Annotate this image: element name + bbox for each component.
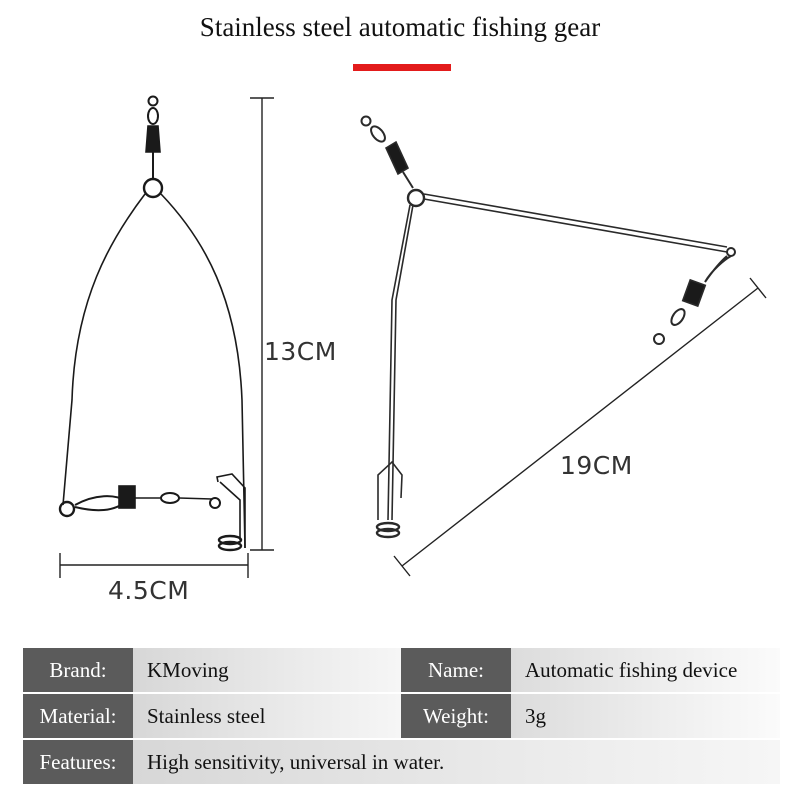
features-value: High sensitivity, universal in water. [133,738,780,784]
spec-table: Brand: KMoving Name: Automatic fishing d… [23,648,780,784]
features-label: Features: [23,738,133,784]
table-row: Features: High sensitivity, universal in… [23,738,780,784]
right-fishing-device [360,115,736,539]
material-value: Stainless steel [133,692,401,739]
weight-value: 3g [511,692,780,739]
width-dimension-label: 4.5CM [108,576,190,605]
left-fishing-device [58,95,246,552]
name-value: Automatic fishing device [511,648,780,693]
table-row: Material: Stainless steel Weight: 3g [23,692,780,739]
table-row: Brand: KMoving Name: Automatic fishing d… [23,648,780,693]
height-dimension-label: 13CM [264,337,337,366]
height-dimension-line [250,97,274,551]
length-dimension-label: 19CM [560,451,633,480]
length-dimension-line [393,277,767,577]
fishing-gear-illustration [58,95,767,578]
page-title: Stainless steel automatic fishing gear [199,12,601,42]
brand-value: KMoving [133,648,401,693]
name-label: Name: [401,648,511,693]
width-dimension-line [59,553,249,578]
title-underline-bar [353,64,451,71]
brand-label: Brand: [23,648,133,693]
material-label: Material: [23,692,133,739]
weight-label: Weight: [401,692,511,739]
